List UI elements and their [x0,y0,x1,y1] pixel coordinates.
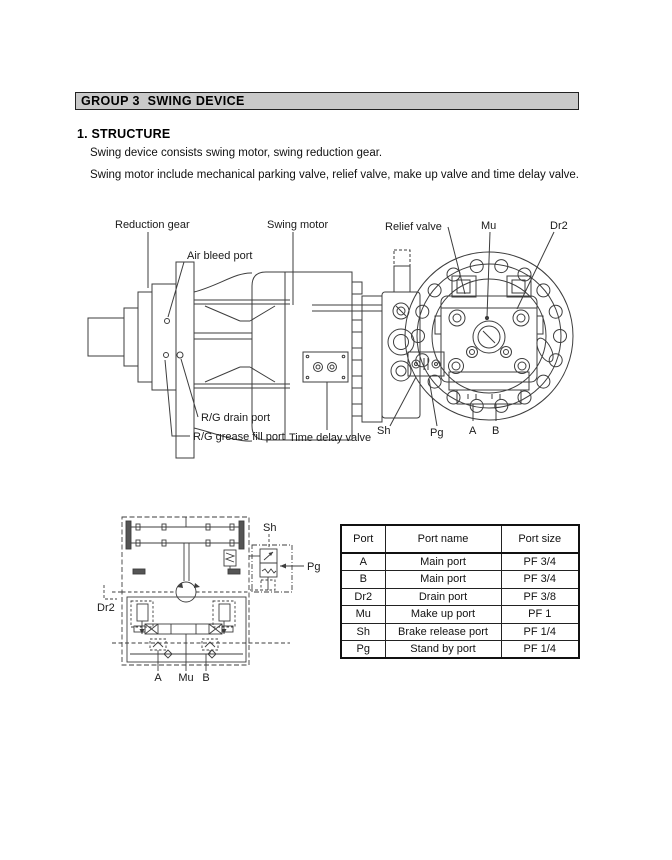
cell-port-size: PF 3/4 [500,552,580,571]
table-row: Dr2 Drain port PF 3/8 [340,587,580,606]
port-table: Port Port name Port size A Main port PF … [340,524,580,659]
cell-port-name: Brake release port [384,622,502,641]
cell-port-size: PF 1 [500,605,580,624]
air-bleed-port-hole [164,318,170,324]
front-view-drawing [389,226,574,427]
label-time-delay-valve: Time delay valve [289,432,371,444]
swing-motor-symbol [175,581,197,603]
label-swing-motor: Swing motor [267,219,328,231]
cell-port: Pg [340,640,386,659]
cell-port-size: PF 1/4 [500,622,580,641]
col-header-port-name: Port name [384,524,502,554]
drain-port-hole [176,351,184,359]
valve-body [440,295,538,383]
circuit-label-mu: Mu [178,672,193,684]
circuit-label-dr2: Dr2 [97,602,115,614]
table-row: Pg Stand by port PF 1/4 [340,640,580,659]
cell-port: Dr2 [340,587,386,606]
brake-release-block [407,351,445,377]
col-header-port: Port [340,524,386,554]
hydraulic-circuit-figure: Sh Pg Dr2 A Mu B [97,516,320,684]
cell-port-name: Stand by port [384,640,502,659]
label-mu-port: Mu [481,220,496,232]
time-delay-valve-plate [302,351,349,383]
cell-port-name: Drain port [384,587,502,606]
label-relief-valve: Relief valve [385,221,442,233]
swing-device-figure: Reduction gear Swing motor Air bleed por… [87,219,574,459]
table-row: Mu Make up port PF 1 [340,605,580,624]
cell-port-size: PF 3/8 [500,587,580,606]
label-rg-drain-port: R/G drain port [201,412,270,424]
mounting-flange [175,261,195,459]
body-text-line2: Swing motor include mechanical parking v… [90,169,579,181]
label-air-bleed-port: Air bleed port [187,250,252,262]
section-header-bar: GROUP 3 SWING DEVICE [75,92,579,110]
circuit-drawing [103,516,304,671]
table-row: B Main port PF 3/4 [340,570,580,589]
side-view-drawing [87,232,421,459]
make-up-port-hole [472,320,506,354]
circuit-label-b: B [202,672,209,684]
outer-flange-circle [404,251,574,421]
cell-port-name: Make up port [384,605,502,624]
grease-fill-port-hole [163,352,169,358]
label-pg-port: Pg [430,427,443,439]
cell-port: A [340,552,386,571]
label-dr2-port: Dr2 [550,220,568,232]
cell-port: B [340,570,386,589]
label-reduction-gear: Reduction gear [115,219,190,231]
circuit-label-a: A [154,672,162,684]
label-rg-grease-fill-port: R/G grease fill port [193,431,285,443]
cell-port: Mu [340,605,386,624]
cell-port-size: PF 1/4 [500,640,580,659]
col-header-port-size: Port size [500,524,580,554]
label-b-port: B [492,425,499,437]
label-a-port: A [469,425,477,437]
cell-port-name: Main port [384,552,502,571]
circuit-label-sh: Sh [263,522,276,534]
cell-port: Sh [340,622,386,641]
section-title: GROUP 3 SWING DEVICE [81,94,245,108]
table-row: Sh Brake release port PF 1/4 [340,622,580,641]
label-sh-port: Sh [377,425,390,437]
body-text-line1: Swing device consists swing motor, swing… [90,147,383,159]
table-row: A Main port PF 3/4 [340,552,580,571]
cell-port-size: PF 3/4 [500,570,580,589]
cell-port-name: Main port [384,570,502,589]
circuit-label-pg: Pg [307,561,320,573]
structure-heading: 1. STRUCTURE [77,127,171,141]
motor-drum [251,271,353,441]
port-table-header-row: Port Port name Port size [340,524,580,554]
